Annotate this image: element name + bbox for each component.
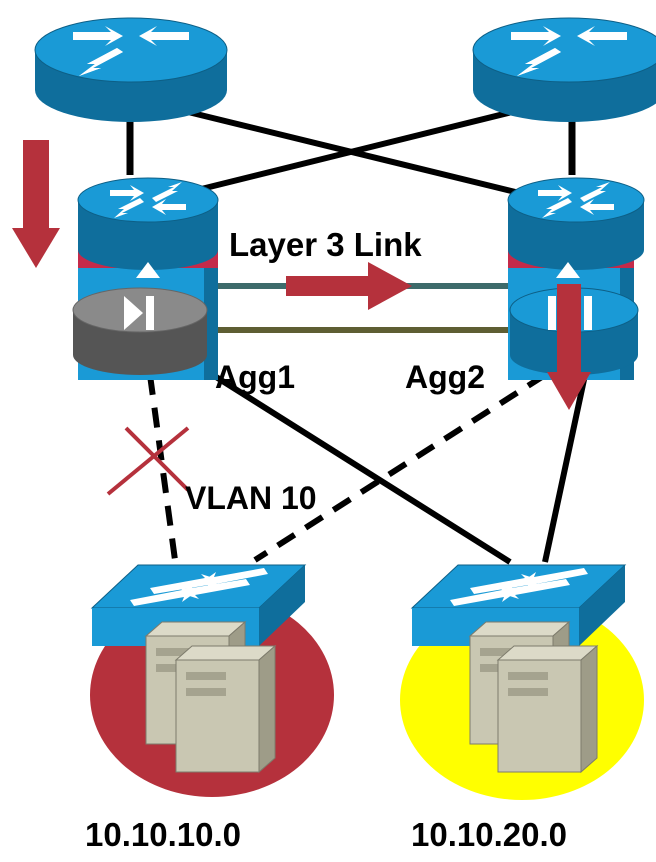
servers-right: [468, 620, 599, 774]
agg2-label: Agg2: [405, 359, 485, 395]
agg1-access1-dashed-link: [147, 374, 178, 561]
core-router-right: [472, 17, 656, 122]
subnet2-label: 10.10.20.0: [411, 816, 567, 853]
server-icon: [174, 644, 277, 774]
agg1-switch: [72, 177, 219, 380]
router-icon: [472, 17, 656, 122]
traffic-arrow-icon: [286, 262, 412, 310]
agg1-label: Agg1: [215, 359, 295, 395]
core-router-left: [34, 17, 228, 122]
agg2-switch: [507, 177, 645, 380]
service-module-icon: [72, 287, 208, 375]
servers-left: [144, 620, 277, 774]
agg2-access2-link: [542, 374, 588, 563]
layer3-link-label: Layer 3 Link: [229, 226, 422, 263]
server-icon: [496, 644, 599, 774]
vlan-label: VLAN 10: [185, 480, 317, 516]
core2-agg1-link: [164, 107, 521, 201]
router-icon: [34, 17, 228, 122]
agg1-access2-link: [203, 367, 512, 565]
agg2-access1-dashed-link: [253, 372, 547, 563]
subnet1-label: 10.10.10.0: [85, 816, 241, 853]
traffic-arrow-icon: [12, 140, 60, 268]
blocked-x-icon: [106, 426, 190, 496]
core1-agg2-link: [179, 107, 541, 201]
traffic-arrow-icon: [547, 284, 591, 410]
